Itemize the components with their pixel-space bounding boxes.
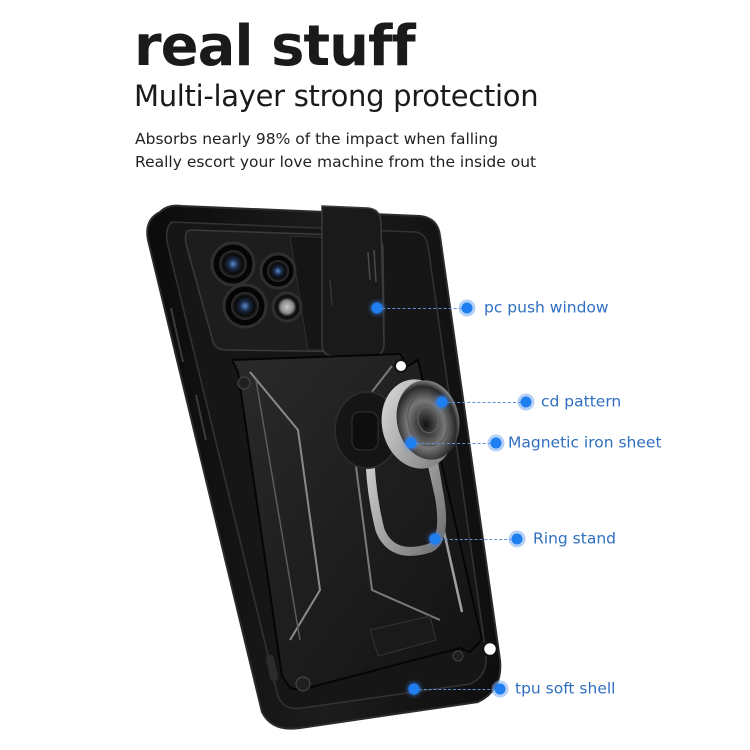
callout-anchor-dot-icon	[429, 533, 441, 545]
callout-bullet-dot-icon	[490, 437, 502, 449]
callout-anchor-dot-icon	[436, 396, 448, 408]
callout-anchor-dot-icon	[405, 437, 417, 449]
description: Absorbs nearly 98% of the impact when fa…	[135, 128, 536, 174]
callout-leader-line	[411, 443, 496, 444]
callout-leader-line	[442, 402, 526, 403]
callout-anchor-dot-icon	[371, 302, 383, 314]
description-line-1: Absorbs nearly 98% of the impact when fa…	[135, 130, 499, 148]
callout-bullet-dot-icon	[511, 533, 523, 545]
callout-bullet-dot-icon	[461, 302, 473, 314]
callout-bullet-dot-icon	[520, 396, 532, 408]
subheadline: Multi-layer strong protection	[134, 79, 539, 113]
description-line-2: Really escort your love machine from the…	[135, 153, 537, 171]
callout-bullet-dot-icon	[494, 683, 506, 695]
callout-label: tpu soft shell	[515, 679, 616, 698]
callout-leader-line	[435, 539, 517, 540]
callout-leader-line	[377, 308, 467, 309]
headline: real stuff	[134, 14, 416, 79]
callout-label: pc push window	[484, 298, 609, 317]
callout-anchor-dot-icon	[408, 683, 420, 695]
callout-label: Ring stand	[533, 529, 616, 548]
callout-label: cd pattern	[541, 392, 622, 411]
callout-label: Magnetic iron sheet	[508, 433, 662, 452]
callout-leader-line	[414, 689, 500, 690]
